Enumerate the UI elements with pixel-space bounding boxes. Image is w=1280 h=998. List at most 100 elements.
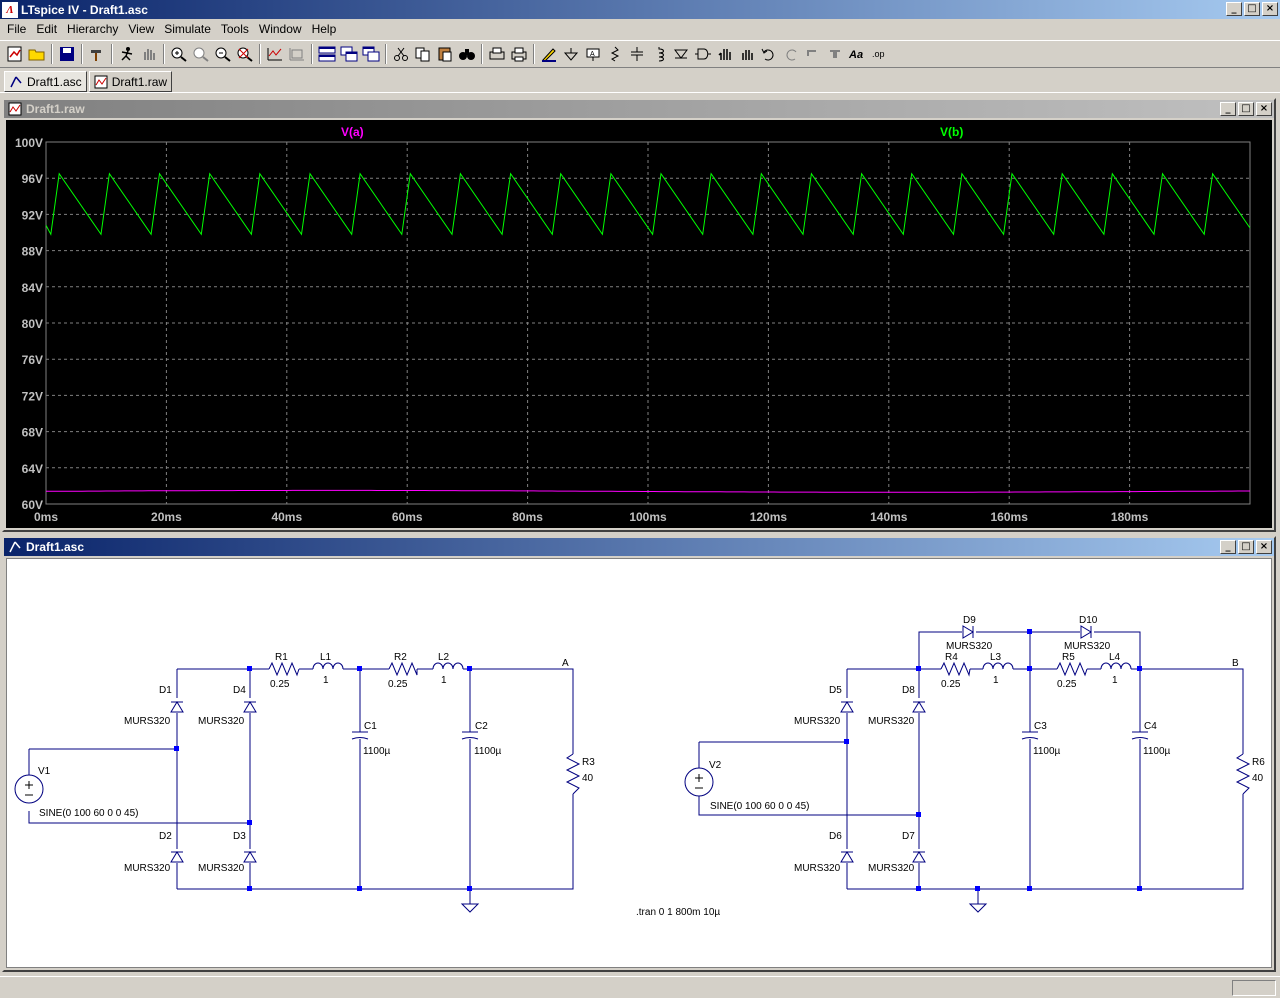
menu-simulate[interactable]: Simulate [164, 21, 211, 36]
l1-name: L1 [320, 652, 332, 663]
component-icon[interactable] [692, 43, 714, 65]
y-tick-label: 72V [22, 389, 43, 403]
l3-value: 1 [993, 675, 999, 686]
menu-hierarchy[interactable]: Hierarchy [67, 21, 119, 36]
ground-icon[interactable] [560, 43, 582, 65]
schematic-maximize-button[interactable]: □ [1238, 540, 1254, 554]
menu-edit[interactable]: Edit [36, 21, 58, 36]
legend-v-b: V(b) [940, 125, 963, 139]
tile-vertical-icon[interactable] [360, 43, 382, 65]
cut-icon[interactable] [390, 43, 412, 65]
x-tick-label: 40ms [271, 510, 302, 524]
resistor-icon[interactable] [604, 43, 626, 65]
tile-horizontal-icon[interactable] [316, 43, 338, 65]
menu-tools[interactable]: Tools [220, 21, 249, 36]
y-tick-label: 80V [22, 317, 43, 331]
save-icon[interactable] [56, 43, 78, 65]
diode-d9-symbol[interactable] [962, 625, 974, 639]
minimize-button[interactable]: _ [1226, 2, 1242, 16]
inductor-icon[interactable] [648, 43, 670, 65]
diode-d8-symbol[interactable] [912, 701, 926, 713]
cascade-icon[interactable] [338, 43, 360, 65]
diode-icon[interactable] [670, 43, 692, 65]
node-a-label: A [562, 658, 569, 669]
d3-model: MURS320 [198, 863, 245, 874]
zoom-out-icon[interactable] [212, 43, 234, 65]
find-binoculars-icon[interactable] [456, 43, 478, 65]
schematic-drawing[interactable]: D1 MURS320 D4 MURS320 D2 MURS320 D3 MURS… [7, 559, 1271, 967]
diode-d6-symbol[interactable] [840, 851, 854, 863]
schematic-minimize-button[interactable]: _ [1220, 540, 1236, 554]
v2-value: SINE(0 100 60 0 0 45) [710, 801, 810, 812]
open-folder-icon[interactable] [26, 43, 48, 65]
autorange-icon[interactable] [264, 43, 286, 65]
rotate-icon[interactable] [802, 43, 824, 65]
schematic-close-button[interactable]: × [1256, 540, 1272, 554]
d6-name: D6 [829, 831, 842, 842]
draw-wire-pencil-icon[interactable] [538, 43, 560, 65]
schematic-canvas[interactable]: D1 MURS320 D4 MURS320 D2 MURS320 D3 MURS… [6, 558, 1272, 968]
mirror-icon[interactable] [824, 43, 846, 65]
drag-hand-icon[interactable] [736, 43, 758, 65]
tab-draft1-asc[interactable]: Draft1.asc [4, 71, 87, 92]
x-tick-label: 60ms [392, 510, 423, 524]
capacitor-icon[interactable] [626, 43, 648, 65]
halt-hand-icon[interactable] [138, 43, 160, 65]
y-tick-label: 68V [22, 426, 43, 440]
print-icon[interactable] [508, 43, 530, 65]
zoom-full-icon[interactable] [234, 43, 256, 65]
paste-icon[interactable] [434, 43, 456, 65]
menu-file[interactable]: File [7, 21, 27, 36]
diode-d10-symbol[interactable] [1080, 625, 1092, 639]
document-tabs: Draft1.asc Draft1.raw [0, 69, 1280, 93]
diode-d2-symbol[interactable] [170, 851, 184, 863]
spice-directive-icon[interactable]: .op [868, 43, 890, 65]
diode-d1-symbol[interactable] [170, 701, 184, 713]
copy-icon[interactable] [412, 43, 434, 65]
diode-d5-symbol[interactable] [840, 701, 854, 713]
new-schematic-icon[interactable] [4, 43, 26, 65]
label-net-icon[interactable]: A [582, 43, 604, 65]
window-title: LTspice IV - Draft1.asc [21, 2, 148, 17]
close-button[interactable]: × [1262, 2, 1278, 16]
d5-model: MURS320 [794, 716, 841, 727]
c3-value: 1100µ [1033, 746, 1061, 757]
redo-icon[interactable] [780, 43, 802, 65]
l4-name: L4 [1109, 652, 1121, 663]
menu-help[interactable]: Help [311, 21, 337, 36]
diode-d4-symbol[interactable] [243, 701, 257, 713]
waveform-close-button[interactable]: × [1256, 102, 1272, 116]
r3-value: 40 [582, 773, 594, 784]
waveform-window-title: Draft1.raw [26, 102, 85, 116]
waveform-icon [94, 75, 108, 88]
waveform-maximize-button[interactable]: □ [1238, 102, 1254, 116]
run-icon[interactable] [116, 43, 138, 65]
svg-text:.op: .op [872, 49, 885, 59]
move-hand-icon[interactable] [714, 43, 736, 65]
text-icon[interactable]: Aa [846, 43, 868, 65]
waveform-icon [8, 102, 22, 116]
menu-window[interactable]: Window [258, 21, 302, 36]
undo-icon[interactable] [758, 43, 780, 65]
control-panel-hammer-icon[interactable] [86, 43, 108, 65]
y-tick-label: 64V [22, 462, 43, 476]
diode-d3-symbol[interactable] [243, 851, 257, 863]
c4-value: 1100µ [1143, 746, 1171, 757]
print-setup-icon[interactable] [486, 43, 508, 65]
zoom-in-icon[interactable] [168, 43, 190, 65]
waveform-minimize-button[interactable]: _ [1220, 102, 1236, 116]
diode-d7-symbol[interactable] [912, 851, 926, 863]
tab-draft1-raw[interactable]: Draft1.raw [88, 71, 173, 92]
x-tick-label: 100ms [629, 510, 667, 524]
svg-text:A: A [590, 51, 595, 58]
tran-directive[interactable]: .tran 0 1 800m 10µ [636, 907, 720, 918]
maximize-button[interactable]: □ [1244, 2, 1260, 16]
menu-view[interactable]: View [128, 21, 155, 36]
c2-name: C2 [475, 721, 488, 732]
pan-icon[interactable] [190, 43, 212, 65]
manual-limits-icon[interactable] [286, 43, 308, 65]
r6-name: R6 [1252, 757, 1265, 768]
d2-model: MURS320 [124, 863, 171, 874]
